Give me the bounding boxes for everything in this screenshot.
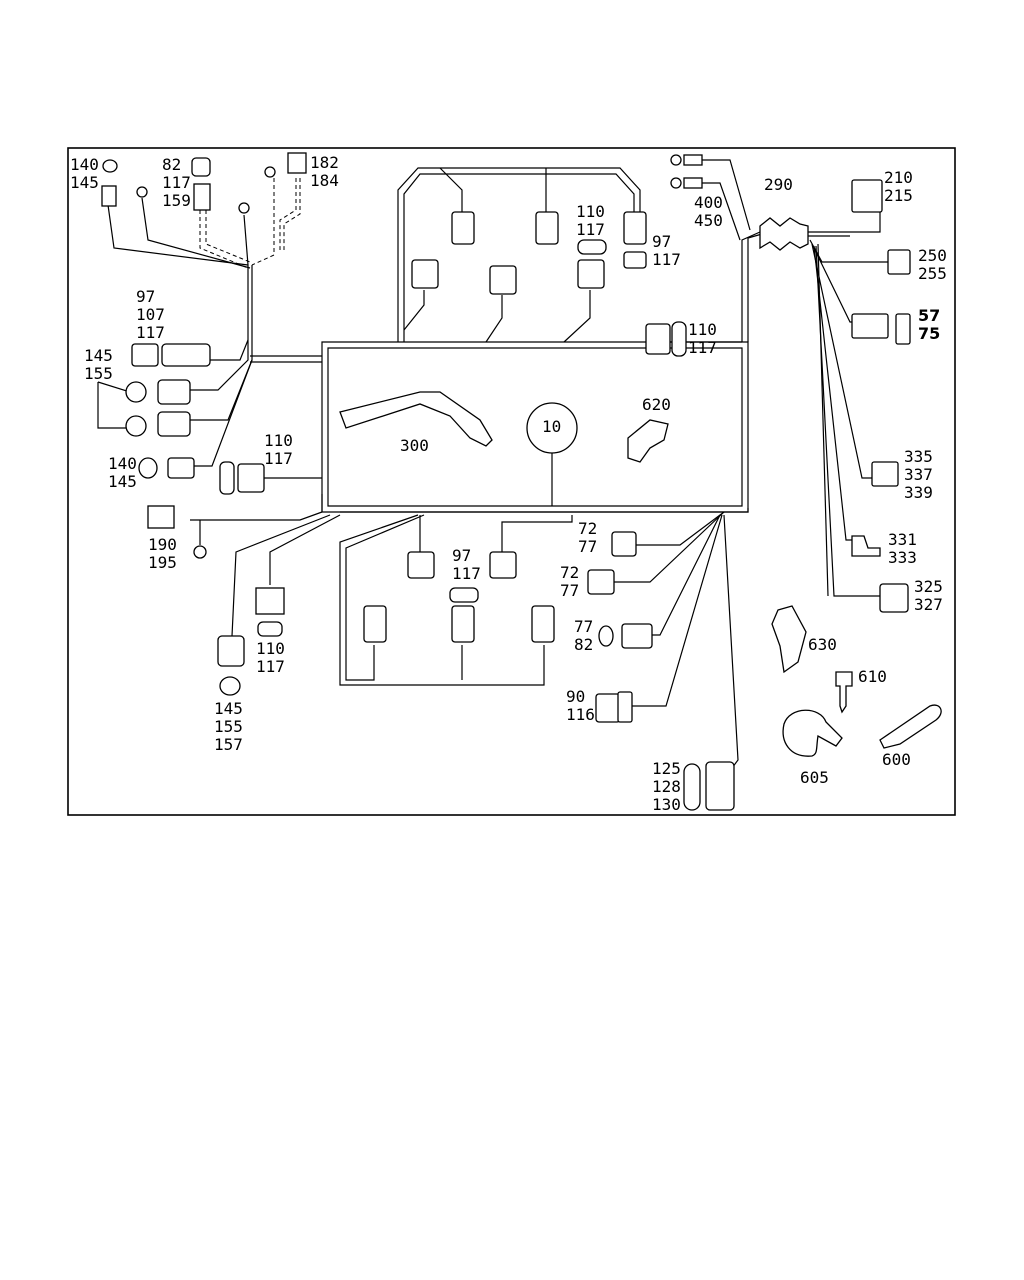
part-number-label: 110 [256, 639, 285, 658]
part-number-label: 300 [400, 436, 429, 455]
part-number-label: 116 [566, 705, 595, 724]
main-harness [250, 167, 763, 513]
part-number-label: 630 [808, 635, 837, 654]
part-number-label: 77 [578, 537, 597, 556]
part-number-label: 182 [310, 153, 339, 172]
part-number-label: 117 [652, 250, 681, 269]
part-number-label: 10 [542, 417, 561, 436]
part-number-label: 90 [566, 687, 585, 706]
part-number-label: 339 [904, 483, 933, 502]
part-number-label: 117 [688, 338, 717, 357]
part-number-label: 117 [162, 173, 191, 192]
clamp-605 [782, 709, 843, 757]
part-labels: 1401458211715918218497107117145155140145… [70, 153, 947, 814]
part-number-label: 335 [904, 447, 933, 466]
bottom-harness [339, 508, 749, 769]
diagram-frame [67, 147, 956, 816]
part-number-label: 117 [256, 657, 285, 676]
part-number-label: 117 [452, 564, 481, 583]
part-number-label: 130 [652, 795, 681, 814]
right-harness [700, 159, 890, 597]
part-number-label: 145 [108, 472, 137, 491]
part-number-label: 210 [884, 168, 913, 187]
left-harness [97, 178, 341, 637]
part-number-label: 620 [642, 395, 671, 414]
part-number-label: 75 [918, 324, 940, 343]
part-number-label: 600 [882, 750, 911, 769]
part-number-label: 110 [688, 320, 717, 339]
part-number-label: 184 [310, 171, 339, 190]
part-number-label: 145 [84, 346, 113, 365]
part-number-label: 97 [652, 232, 671, 251]
part-number-label: 327 [914, 595, 943, 614]
part-number-label: 190 [148, 535, 177, 554]
part-number-label: 110 [264, 431, 293, 450]
part-number-label: 450 [694, 211, 723, 230]
part-number-label: 337 [904, 465, 933, 484]
part-number-label: 110 [576, 202, 605, 221]
harness-part-300 [339, 391, 493, 447]
part-number-label: 400 [694, 193, 723, 212]
grommet-290 [759, 217, 809, 251]
part-number-label: 107 [136, 305, 165, 324]
connector-210-215 [851, 179, 883, 213]
clip-630 [771, 605, 807, 674]
part-number-label: 128 [652, 777, 681, 796]
part-number-label: 97 [452, 546, 471, 565]
part-number-label: 255 [918, 264, 947, 283]
part-number-label: 145 [214, 699, 243, 718]
cable-tie-600 [879, 704, 942, 749]
part-number-label: 195 [148, 553, 177, 572]
part-number-label: 140 [108, 454, 137, 473]
part-number-label: 331 [888, 530, 917, 549]
part-number-label: 155 [84, 364, 113, 383]
part-620 [627, 419, 669, 463]
part-number-label: 155 [214, 717, 243, 736]
part-number-label: 82 [574, 635, 593, 654]
part-number-label: 250 [918, 246, 947, 265]
part-number-label: 610 [858, 667, 887, 686]
connector-182-184 [287, 152, 307, 174]
part-number-label: 605 [800, 768, 829, 787]
part-number-label: 82 [162, 155, 181, 174]
part-number-label: 57 [918, 306, 940, 325]
part-number-label: 140 [70, 155, 99, 174]
part-number-label: 333 [888, 548, 917, 567]
part-number-label: 125 [652, 759, 681, 778]
part-number-label: 77 [560, 581, 579, 600]
connector-145-tl [101, 185, 117, 207]
connector-140-tl [102, 159, 118, 173]
part-number-label: 157 [214, 735, 243, 754]
part-number-label: 72 [560, 563, 579, 582]
part-number-label: 325 [914, 577, 943, 596]
part-number-label: 117 [264, 449, 293, 468]
connector-82-117-159 [191, 157, 211, 177]
part-number-label: 117 [576, 220, 605, 239]
part-number-label: 290 [764, 175, 793, 194]
screw-610 [835, 671, 853, 714]
part-number-label: 145 [70, 173, 99, 192]
part-number-label: 72 [578, 519, 597, 538]
connectors [101, 152, 942, 811]
part-number-label: 159 [162, 191, 191, 210]
part-number-label: 117 [136, 323, 165, 342]
part-number-label: 215 [884, 186, 913, 205]
part-number-label: 77 [574, 617, 593, 636]
part-number-label: 97 [136, 287, 155, 306]
